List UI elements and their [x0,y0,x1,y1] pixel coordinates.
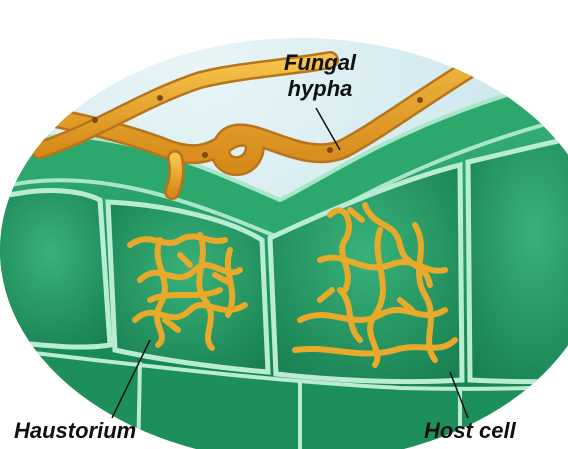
haustorium-label: Haustorium [14,418,136,444]
fungal-hypha-label-line1: Fungal [266,50,374,76]
cell-wall [138,362,140,449]
fungal-hypha-label: Fungal hypha [266,50,374,102]
fungal-hypha-label-line2: hypha [266,76,374,102]
host-cell-label: Host cell [424,418,516,444]
cell-right [468,132,568,382]
cell-left [0,191,110,348]
